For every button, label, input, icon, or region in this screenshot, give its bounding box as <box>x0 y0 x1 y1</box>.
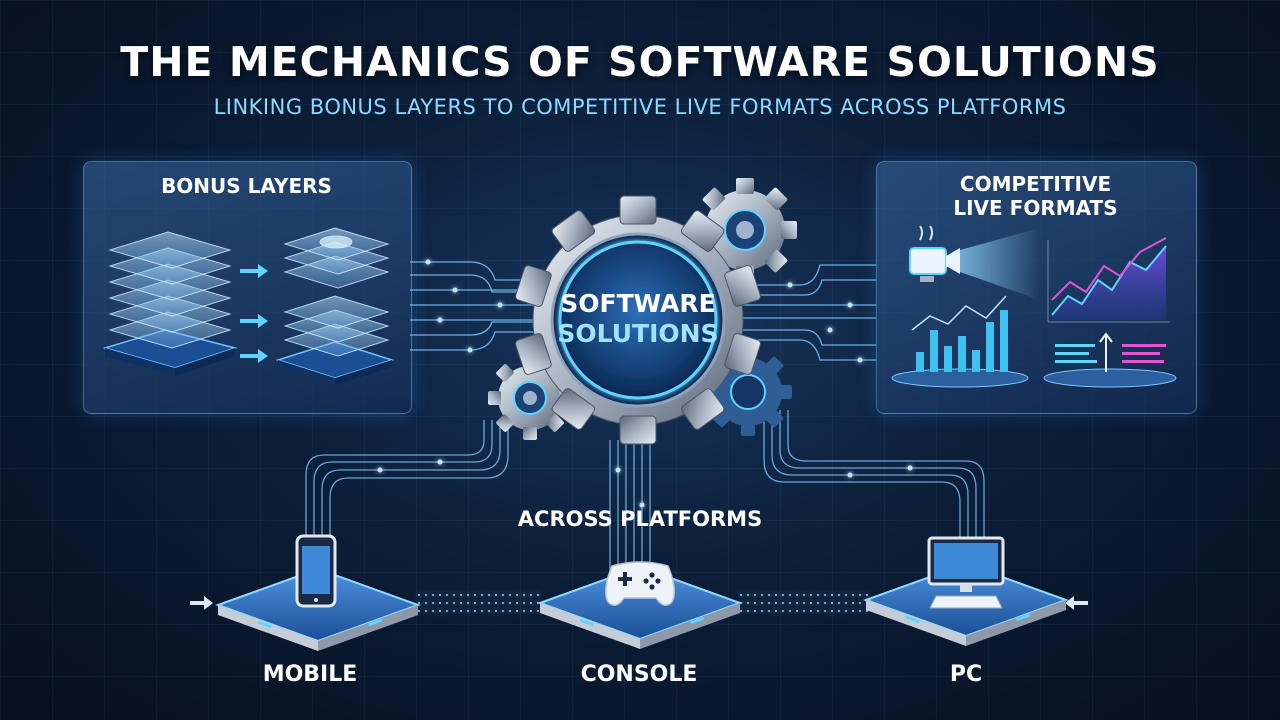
connector-platform-dots <box>377 459 913 508</box>
connector-left-dots <box>425 259 503 353</box>
page-subtitle: LINKING BONUS LAYERS TO COMPETITIVE LIVE… <box>213 95 1067 119</box>
competitive-title-line2: LIVE FORMATS <box>953 196 1118 220</box>
smartphone-icon <box>295 534 337 608</box>
page-title: THE MECHANICS OF SOFTWARE SOLUTIONS <box>120 38 1160 86</box>
connector-platform-lines <box>305 410 985 580</box>
bonus-layer-stack-upper <box>283 227 390 289</box>
connector-right-dots <box>787 282 863 363</box>
platform-links <box>418 594 868 612</box>
competitive-title-line1: COMPETITIVE <box>959 172 1112 196</box>
bonus-layer-stack-lower <box>275 295 395 385</box>
center-label-line2: SOLUTIONS <box>557 319 718 348</box>
desktop-computer-icon <box>927 536 1005 609</box>
side-arrows <box>190 596 1088 610</box>
platform-label-console: CONSOLE <box>580 662 698 687</box>
leaderboard-graphic <box>1043 332 1177 388</box>
bonus-layers-stack <box>102 231 238 376</box>
platforms-heading: ACROSS PLATFORMS <box>517 507 763 531</box>
platform-label-mobile: MOBILE <box>262 662 358 687</box>
small-gear-top-right <box>693 178 797 282</box>
bar-chart-graphic <box>891 295 1029 388</box>
bonus-arrows <box>240 264 268 363</box>
connector-left-lines <box>410 261 540 351</box>
center-label-line1: SOFTWARE <box>560 289 716 318</box>
main-gear <box>515 195 761 445</box>
gamepad-icon <box>605 561 675 606</box>
platform-label-pc: PC <box>949 662 983 687</box>
bonus-layers-title: BONUS LAYERS <box>161 174 332 198</box>
area-chart-graphic <box>1047 237 1170 323</box>
small-gear-bottom-left <box>488 356 572 440</box>
platform-pad-console <box>537 565 743 649</box>
camera-icon <box>909 225 1040 300</box>
connector-right-lines <box>740 264 876 361</box>
